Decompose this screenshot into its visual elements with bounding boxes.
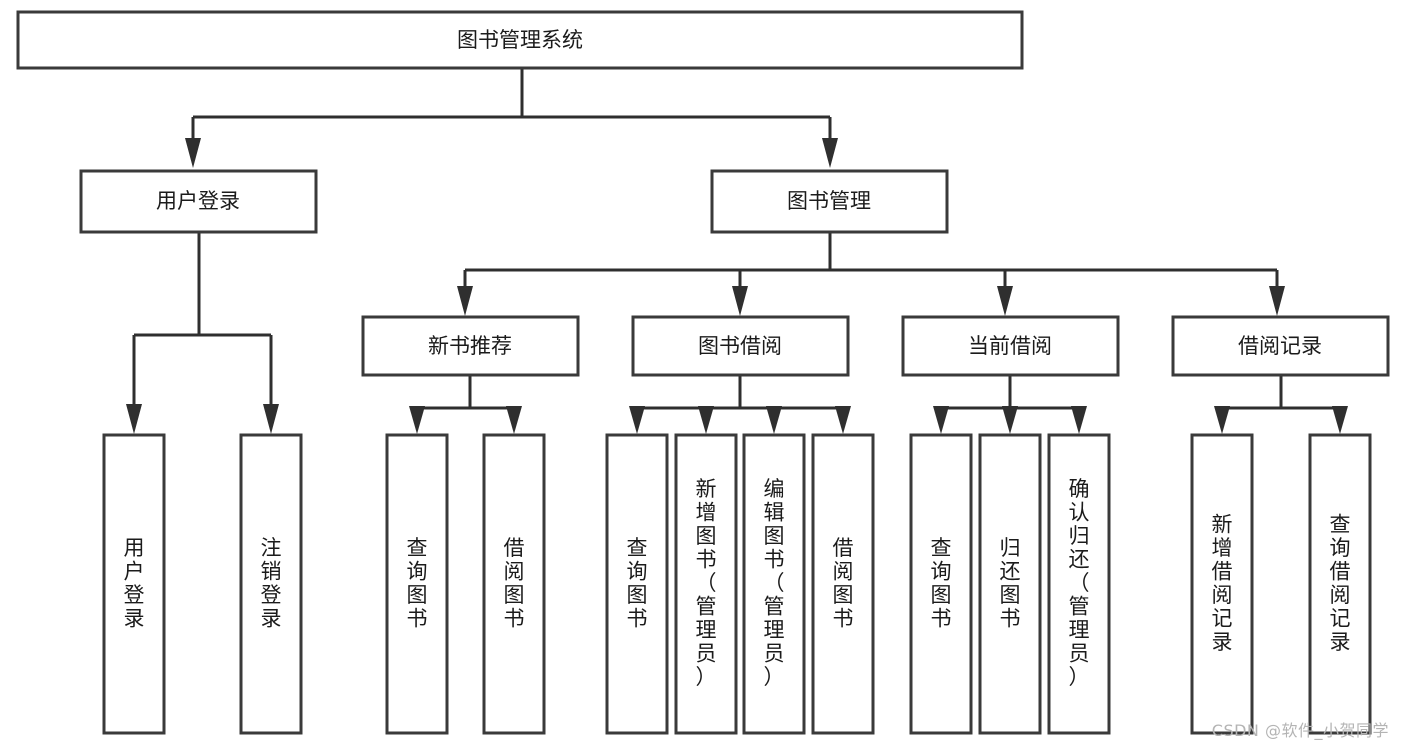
arrow-to-leaf-rec-1 <box>409 406 425 434</box>
connector-book-manage-to-level3 <box>457 232 1285 316</box>
node-book-borrow[interactable]: 图书借阅 <box>631 315 850 377</box>
node-leaf-login-1-label: 用户登录 <box>124 536 145 631</box>
node-leaf-rec-2-label: 借阅图书 <box>504 536 525 631</box>
node-leaf-record-1-label: 新增借阅记录 <box>1212 512 1233 654</box>
arrow-to-leaf-current-2 <box>1002 406 1018 434</box>
node-current-borrow-label: 当前借阅 <box>968 334 1052 358</box>
connector-borrow-record-to-leaves <box>1214 375 1348 434</box>
node-leaf-current-2-label: 归还图书 <box>1000 536 1021 631</box>
node-leaf-login-2[interactable]: 注销登录 <box>239 433 303 735</box>
node-leaf-record-2[interactable]: 查询借阅记录 <box>1308 433 1372 735</box>
node-leaf-borrow-2-label: 新增图书（管理员） <box>696 477 717 689</box>
node-book-manage[interactable]: 图书管理 <box>710 169 949 234</box>
arrow-to-leaf-current-1 <box>933 406 949 434</box>
node-user-login-label: 用户登录 <box>156 189 240 213</box>
arrow-to-leaf-record-2 <box>1332 406 1348 434</box>
node-user-login[interactable]: 用户登录 <box>79 169 318 234</box>
connector-book-borrow-to-leaves <box>629 375 851 434</box>
node-current-borrow[interactable]: 当前借阅 <box>901 315 1120 377</box>
node-leaf-current-1-label: 查询图书 <box>931 536 952 631</box>
node-leaf-login-1[interactable]: 用户登录 <box>102 433 166 735</box>
node-borrow-record-label: 借阅记录 <box>1238 334 1322 358</box>
node-leaf-rec-1[interactable]: 查询图书 <box>385 433 449 735</box>
arrow-to-book-manage <box>822 138 838 168</box>
node-leaf-current-1[interactable]: 查询图书 <box>909 433 973 735</box>
arrow-to-user-login <box>185 138 201 168</box>
node-leaf-borrow-3[interactable]: 编辑图书（管理员） <box>742 433 806 735</box>
arrow-to-new-book-rec <box>457 286 473 316</box>
node-book-manage-label: 图书管理 <box>787 189 871 213</box>
arrow-to-leaf-borrow-4 <box>835 406 851 434</box>
node-leaf-current-3-label: 确认归还（管理员） <box>1069 477 1090 689</box>
node-leaf-record-1[interactable]: 新增借阅记录 <box>1190 433 1254 735</box>
node-leaf-current-3[interactable]: 确认归还（管理员） <box>1047 433 1111 735</box>
node-leaf-record-2-label: 查询借阅记录 <box>1330 512 1351 654</box>
connector-new-book-rec-to-leaves <box>409 375 522 434</box>
csdn-watermark: CSDN @软件_小贺同学 <box>1211 721 1389 740</box>
node-leaf-borrow-4[interactable]: 借阅图书 <box>811 433 875 735</box>
arrow-to-leaf-record-1 <box>1214 406 1230 434</box>
node-root[interactable]: 图书管理系统 <box>16 10 1024 70</box>
arrow-to-leaf-borrow-1 <box>629 406 645 434</box>
node-leaf-login-2-label: 注销登录 <box>261 536 282 631</box>
node-book-borrow-label: 图书借阅 <box>698 334 782 358</box>
node-leaf-borrow-3-label: 编辑图书（管理员） <box>764 477 785 689</box>
arrow-to-book-borrow <box>732 286 748 316</box>
node-leaf-rec-1-label: 查询图书 <box>407 536 428 631</box>
arrow-to-borrow-record <box>1269 286 1285 316</box>
node-borrow-record[interactable]: 借阅记录 <box>1171 315 1390 377</box>
node-leaf-borrow-1[interactable]: 查询图书 <box>605 433 669 735</box>
arrow-to-leaf-borrow-3 <box>766 406 782 434</box>
node-leaf-borrow-1-label: 查询图书 <box>627 536 648 631</box>
arrow-to-current-borrow <box>997 286 1013 316</box>
arrow-to-leaf-current-3 <box>1071 406 1087 434</box>
arrow-to-leaf-rec-2 <box>506 406 522 434</box>
arrow-to-leaf-login-1 <box>126 404 142 434</box>
node-leaf-rec-2[interactable]: 借阅图书 <box>482 433 546 735</box>
node-root-label: 图书管理系统 <box>457 28 583 52</box>
node-leaf-borrow-4-label: 借阅图书 <box>833 536 854 631</box>
connector-root-to-level2 <box>185 68 838 168</box>
connector-user-login-to-leaves <box>126 232 279 434</box>
connector-current-borrow-to-leaves <box>933 375 1087 434</box>
arrow-to-leaf-login-2 <box>263 404 279 434</box>
node-new-book-rec-label: 新书推荐 <box>428 334 512 358</box>
node-new-book-rec[interactable]: 新书推荐 <box>361 315 580 377</box>
node-leaf-borrow-2[interactable]: 新增图书（管理员） <box>674 433 738 735</box>
node-leaf-current-2[interactable]: 归还图书 <box>978 433 1042 735</box>
arrow-to-leaf-borrow-2 <box>698 406 714 434</box>
